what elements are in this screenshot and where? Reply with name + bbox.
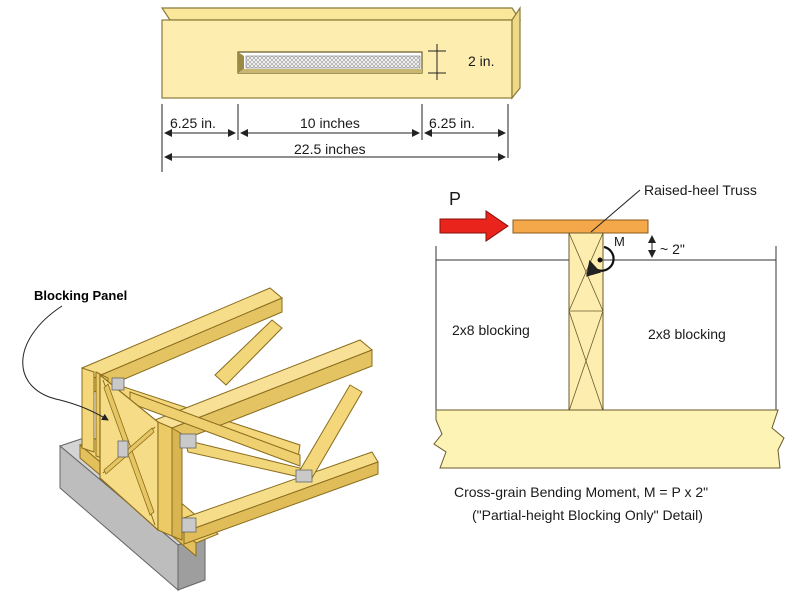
blocking-panel-callout: Blocking Panel: [34, 288, 127, 303]
callout-leader-line: [22, 305, 109, 421]
dim-slot-height-label: 2 in.: [468, 53, 494, 69]
blocking-board-detail: 2 in. 6.25 in. 10 inches 6.25 in. 22.5 i…: [160, 6, 522, 172]
dim-right-label: 6.25 in.: [429, 115, 475, 131]
offset-label: ~ 2": [660, 241, 685, 257]
caption-line-1: Cross-grain Bending Moment, M = P x 2": [454, 484, 708, 500]
heel-vertical-front-2: [171, 427, 183, 541]
truss-heel-isometric: Blocking Panel: [22, 287, 379, 592]
vent-slot-shadow: [238, 52, 244, 73]
moment-center: [597, 257, 603, 263]
vent-slot-bottom: [238, 69, 422, 73]
truss-top-chord: [512, 219, 649, 234]
blocking-panel-brace-b: [103, 427, 155, 475]
gusset-plate-4: [111, 377, 125, 391]
raised-heel-section: P M ~ 2" Raised-heel Truss 2x8 blocking …: [433, 182, 785, 523]
board-top-face: [160, 7, 522, 21]
blocking-right-label: 2x8 blocking: [648, 326, 726, 342]
gusset-plate-3: [295, 469, 313, 483]
gusset-plate-2: [181, 517, 197, 533]
bottom-chord-front-side: [183, 461, 379, 545]
moment-arrow: [586, 245, 615, 277]
post-x-1b: [568, 232, 604, 312]
load-label: P: [449, 189, 461, 209]
blocking-left-label: 2x8 blocking: [452, 322, 530, 338]
heel-vertical-front: [157, 421, 173, 537]
moment-label: M: [614, 234, 625, 249]
post-x-2b: [568, 310, 604, 412]
web-back-1: [214, 319, 283, 386]
vent-screen: [245, 55, 421, 69]
gusset-plate-5: [117, 440, 129, 458]
top-chord-front-side: [166, 349, 373, 447]
dim-left-label: 6.25 in.: [170, 115, 216, 131]
bottom-plate: [433, 409, 785, 469]
truss-leader-line: [590, 189, 641, 233]
dim-middle-label: 10 inches: [300, 115, 360, 131]
gusset-plate-1: [179, 433, 197, 449]
truss-label: Raised-heel Truss: [644, 182, 757, 198]
load-arrow: [439, 210, 509, 242]
board-end-face: [511, 6, 521, 100]
dim-total-label: 22.5 inches: [294, 141, 366, 157]
caption-line-2: ("Partial-height Blocking Only" Detail): [472, 507, 703, 523]
